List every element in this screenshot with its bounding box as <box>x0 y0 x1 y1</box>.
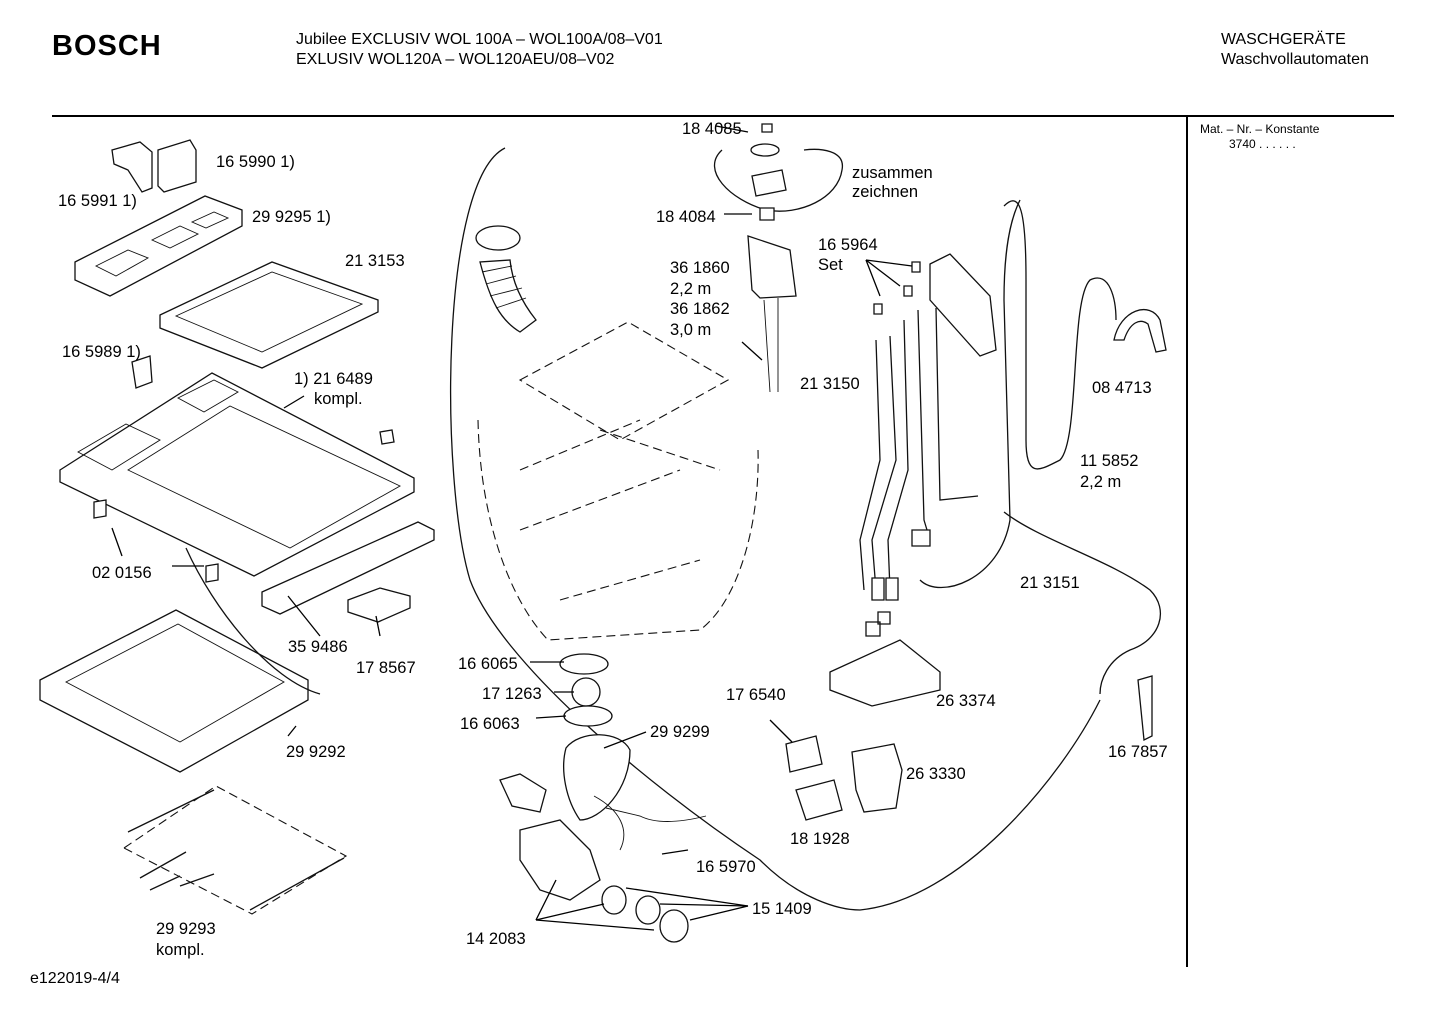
part-label-151409: 15 1409 <box>752 900 812 918</box>
brand-logo: BOSCH <box>52 30 162 62</box>
part-label-263374: 26 3374 <box>936 692 996 710</box>
bellows-drawing <box>475 225 537 333</box>
part-label-181928: 18 1928 <box>790 830 850 848</box>
part-label-165991: 16 5991 1) <box>58 192 137 210</box>
part-label-115852: 11 5852 <box>1080 452 1138 470</box>
part-label-167857: 16 7857 <box>1108 743 1168 761</box>
mat-nr-value: 3740 . . . . . . <box>1229 137 1296 151</box>
part-label-115852-length: 2,2 m <box>1080 473 1121 491</box>
lid-glass-drawing <box>122 785 348 915</box>
part-label-361862-length: 3,0 m <box>670 321 711 339</box>
part-label-165989: 16 5989 1) <box>62 343 141 361</box>
model-line-2: EXLUSIV WOL120A – WOL120AEU/08–V02 <box>296 51 615 68</box>
leader-lines <box>111 125 913 931</box>
part-label-176540: 17 6540 <box>726 686 786 704</box>
part-label-178567: 17 8567 <box>356 659 416 677</box>
pump-assembly-drawing <box>499 653 707 943</box>
drain-hose-loop-curve <box>449 147 1101 911</box>
part-label-142083: 14 2083 <box>466 930 526 948</box>
inlet-hose-curve <box>1003 511 1161 695</box>
part-label-165964-set: Set <box>818 256 843 274</box>
model-line-1: Jubilee EXCLUSIV WOL 100A – WOL100A/08–V… <box>296 31 663 48</box>
sidebar-divider <box>1186 117 1188 967</box>
part-label-216489: 1) 21 6489 <box>294 370 373 388</box>
part-label-166063: 16 6063 <box>460 715 520 733</box>
part-label-184084: 18 4084 <box>656 208 716 226</box>
category-line-1: WASCHGERÄTE <box>1221 31 1346 48</box>
overflow-hose-curve <box>1003 200 1117 470</box>
detergent-drawer-box-drawing <box>159 261 379 369</box>
hose-clip-drawing <box>1113 309 1167 353</box>
tub-drawing <box>477 321 759 641</box>
part-label-299292: 29 9292 <box>286 743 346 761</box>
part-label-299293: 29 9293 <box>156 920 216 938</box>
mat-nr-label: Mat. – Nr. – Konstante <box>1200 122 1320 136</box>
part-label-299295: 29 9295 1) <box>252 208 331 226</box>
detergent-hose-drawing <box>714 123 843 393</box>
part-label-216489-kompl: kompl. <box>314 390 363 408</box>
part-label-213151: 21 3151 <box>1020 574 1080 592</box>
lid-frame-drawing <box>39 609 309 773</box>
part-label-263330: 26 3330 <box>906 765 966 783</box>
part-label-166065: 16 6065 <box>458 655 518 673</box>
lock-bracket-drawing <box>261 521 435 623</box>
part-label-213150: 21 3150 <box>800 375 860 393</box>
header-rule <box>52 115 1394 117</box>
part-label-165970: 16 5970 <box>696 858 756 876</box>
part-label-171263: 17 1263 <box>482 685 542 703</box>
top-frame-drawing <box>59 355 415 583</box>
part-label-361860: 36 1860 <box>670 259 730 277</box>
hose-holder-drawing <box>1137 675 1153 742</box>
distribution-pipes-drawing <box>859 253 997 601</box>
lid-outline-curve <box>185 547 321 695</box>
dispenser-tray-drawing <box>74 195 243 297</box>
part-label-361862: 36 1862 <box>670 300 730 318</box>
part-label-165964: 16 5964 <box>818 236 878 254</box>
drawer-handle-drawing <box>111 139 197 193</box>
filter-sleeve-drawing <box>785 735 823 773</box>
note-zusammen: zusammen <box>852 164 933 182</box>
part-label-213153: 21 3153 <box>345 252 405 270</box>
part-label-084713: 08 4713 <box>1092 379 1152 397</box>
page-id: e122019-4/4 <box>30 970 120 987</box>
part-label-359486: 35 9486 <box>288 638 348 656</box>
part-label-361860-length: 2,2 m <box>670 280 711 298</box>
note-zeichnen: zeichnen <box>852 183 918 201</box>
inlet-valve-drawing <box>795 743 903 821</box>
part-label-020156: 02 0156 <box>92 564 152 582</box>
part-label-165990: 16 5990 1) <box>216 153 295 171</box>
water-level-switch-drawing <box>829 611 941 707</box>
part-label-299293-kompl: kompl. <box>156 941 205 959</box>
category-line-2: Waschvollautomaten <box>1221 51 1369 68</box>
part-number-labels: 16 5990 1) 16 5991 1) 29 9295 1) 21 3153… <box>58 120 1168 959</box>
part-label-299299: 29 9299 <box>650 723 710 741</box>
return-hose-curve <box>919 199 1021 589</box>
part-label-184085: 18 4085 <box>682 120 742 138</box>
